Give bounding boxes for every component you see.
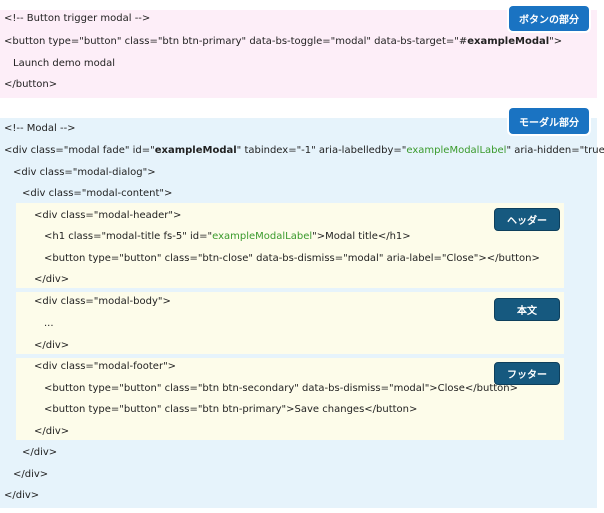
code-line-content-close: </div> xyxy=(22,447,58,458)
code-bold-id: exampleModal xyxy=(467,36,550,47)
code-text: "> xyxy=(549,36,563,47)
code-bold-id: exampleModal xyxy=(154,145,237,156)
code-line-body-close: </div> xyxy=(34,340,70,351)
code-line-footer-open: <div class="modal-footer"> xyxy=(34,361,177,372)
code-line-button-comment: <!-- Button trigger modal --> xyxy=(4,13,151,24)
code-line-body-open: <div class="modal-body"> xyxy=(34,296,171,307)
code-text: <button type="button" class="btn btn-pri… xyxy=(4,36,468,47)
code-line-content-open: <div class="modal-content"> xyxy=(22,188,173,199)
body-section xyxy=(16,292,564,354)
code-line-header-close: </div> xyxy=(34,274,70,285)
button-section xyxy=(0,10,597,98)
code-line-body-ellipsis: ... xyxy=(44,318,54,329)
footer-badge: フッター xyxy=(494,362,560,385)
code-line-button-text: Launch demo modal xyxy=(13,58,116,69)
code-text: <h1 class="modal-title fs-5" id=" xyxy=(44,231,213,242)
body-badge: 本文 xyxy=(494,298,560,321)
code-line-dialog-open: <div class="modal-dialog"> xyxy=(13,167,156,178)
footer-section xyxy=(16,358,564,440)
code-text: <div class="modal fade" id=" xyxy=(4,145,155,156)
code-line-dialog-close: </div> xyxy=(13,469,49,480)
code-line-button-close: </button> xyxy=(4,79,58,90)
code-line-header-open: <div class="modal-header"> xyxy=(34,210,182,221)
code-line-footer-btn-primary: <button type="button" class="btn btn-pri… xyxy=(44,404,418,415)
header-badge: ヘッダー xyxy=(494,208,560,231)
code-line-footer-close: </div> xyxy=(34,426,70,437)
code-text: " tabindex="-1" aria-labelledby=" xyxy=(236,145,407,156)
code-text: " aria-hidden="true"> xyxy=(506,145,604,156)
code-text: ">Modal title</h1> xyxy=(312,231,411,242)
code-line-modal-close: </div> xyxy=(4,490,40,501)
code-line-header-button: <button type="button" class="btn-close" … xyxy=(44,253,540,264)
code-highlight-label: exampleModalLabel xyxy=(212,231,313,242)
code-line-modal-comment: <!-- Modal --> xyxy=(4,123,76,134)
code-highlight-label: exampleModalLabel xyxy=(406,145,507,156)
code-line-modal-open: <div class="modal fade" id="exampleModal… xyxy=(4,144,604,158)
code-line-header-h1: <h1 class="modal-title fs-5" id="example… xyxy=(44,230,411,244)
code-line-footer-btn-secondary: <button type="button" class="btn btn-sec… xyxy=(44,383,519,394)
button-part-badge: ボタンの部分 xyxy=(509,6,589,31)
header-section xyxy=(16,203,564,288)
modal-part-badge: モーダル部分 xyxy=(509,108,589,134)
code-line-button-open: <button type="button" class="btn btn-pri… xyxy=(4,35,562,49)
